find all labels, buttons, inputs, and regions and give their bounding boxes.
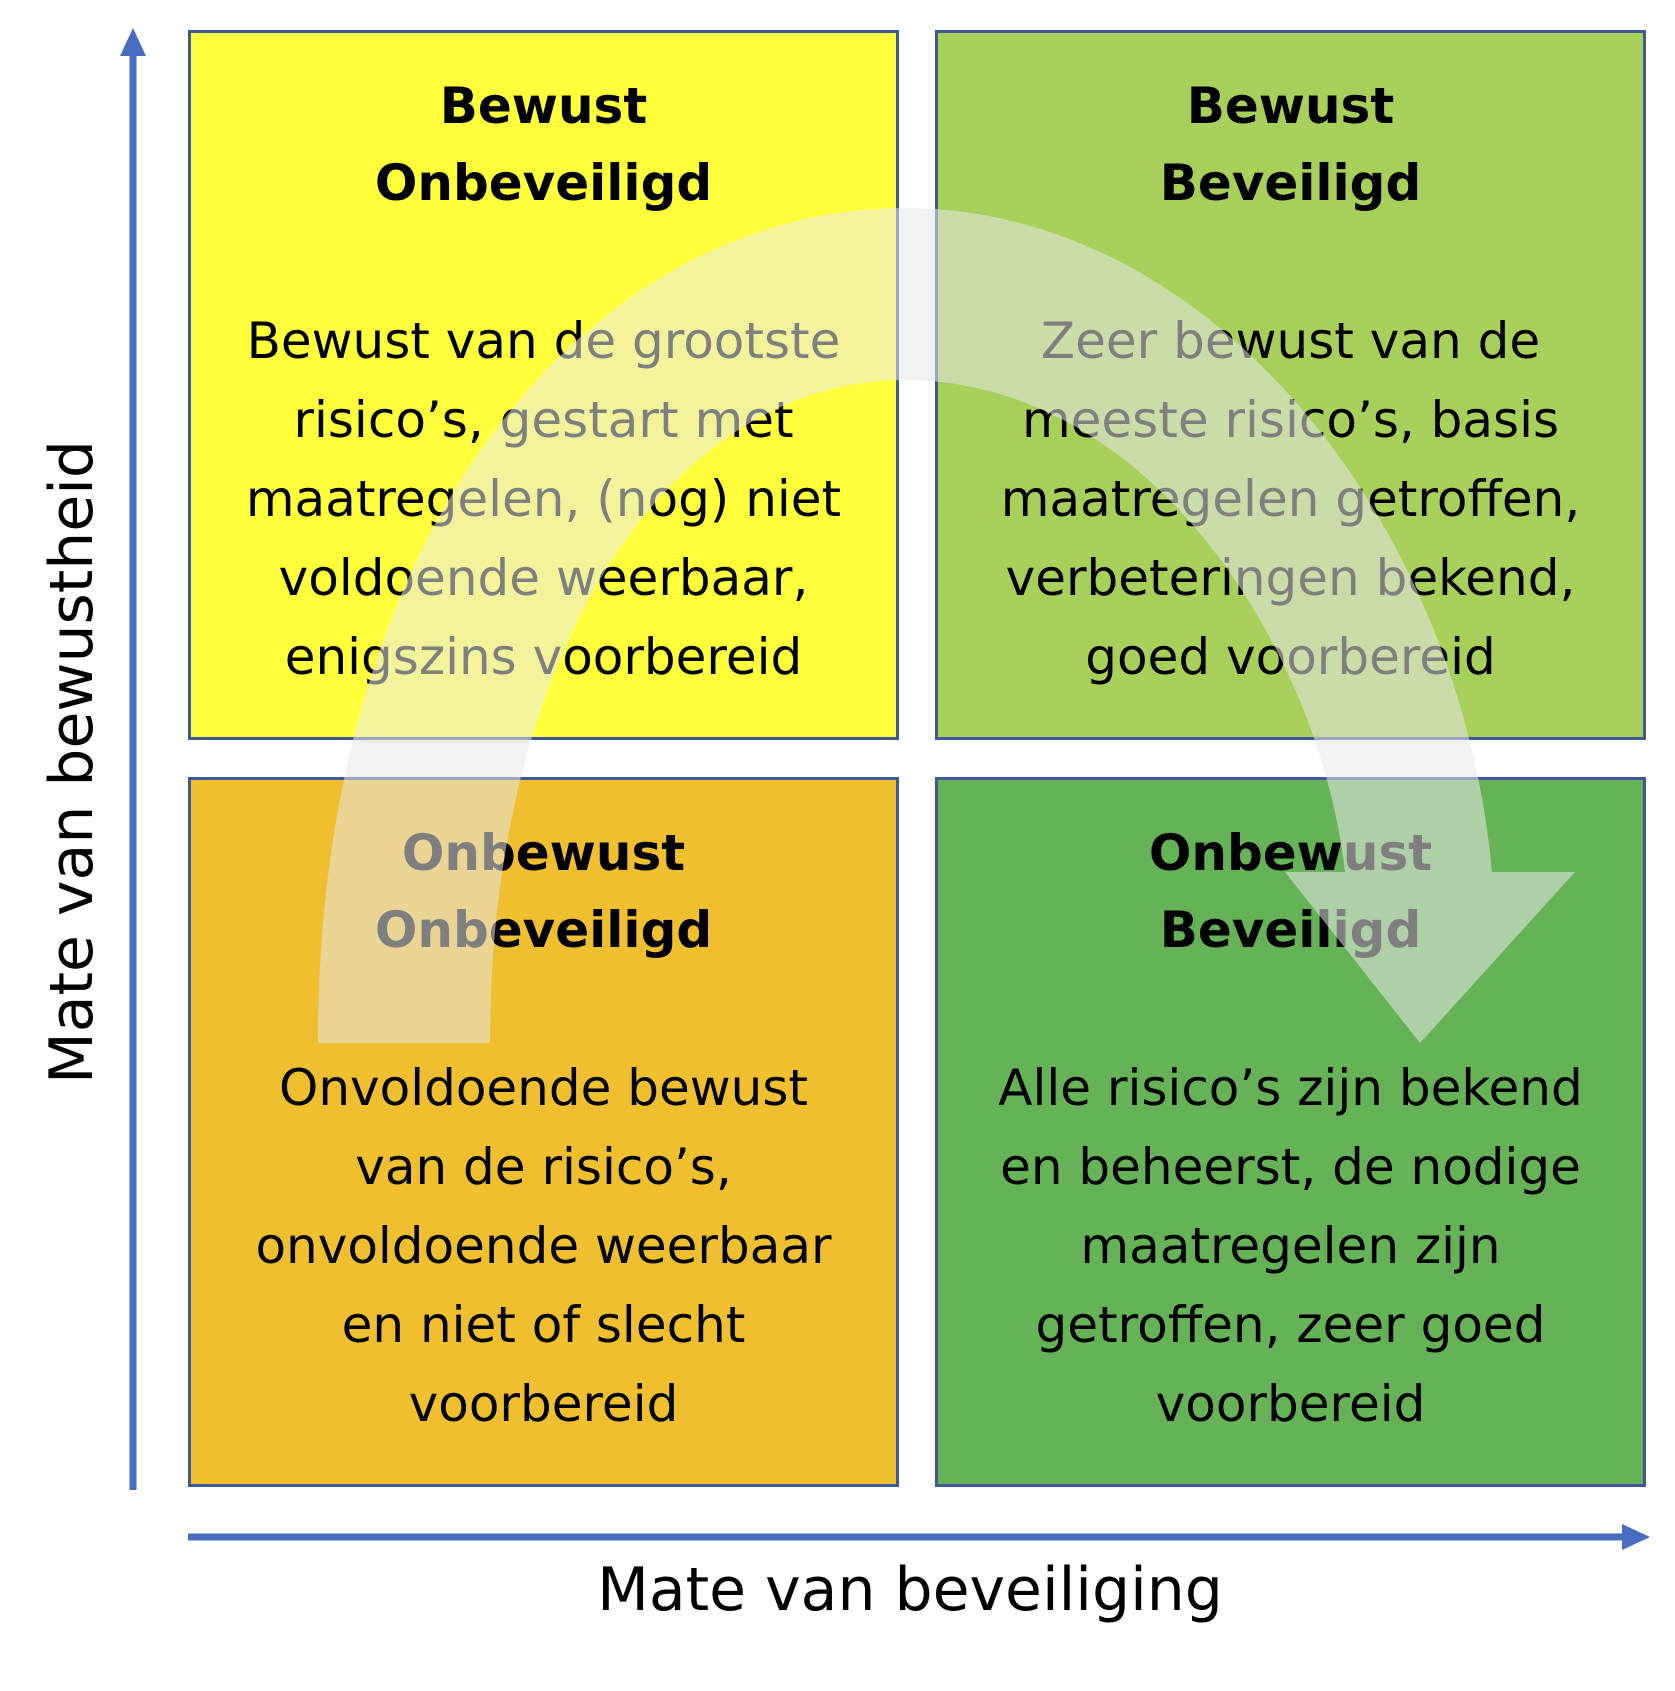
title-line-1: Bewust xyxy=(439,77,648,135)
desc-line: en beheerst, de nodige xyxy=(1000,1138,1581,1196)
y-axis-label-text: Mate van bewustheid xyxy=(37,439,107,1085)
title-line-2: Beveiligd xyxy=(1159,154,1422,212)
title-line-2: Onbeveiligd xyxy=(374,154,713,212)
desc-line: en niet of slecht xyxy=(341,1296,746,1354)
desc-line: getroffen, zeer goed xyxy=(1035,1296,1546,1354)
desc-line: Onvoldoende bewust xyxy=(278,1059,808,1117)
quadrant-description: Onvoldoende bewust van de risico’s, onvo… xyxy=(245,1049,841,1444)
y-axis-arrow-icon xyxy=(120,28,146,1490)
quadrant-title: Bewust Beveiligd xyxy=(1160,68,1422,222)
desc-line: onvoldoende weerbaar xyxy=(255,1217,832,1275)
title-line-1: Bewust xyxy=(1186,77,1395,135)
quadrant-description: Alle risico’s zijn bekend en beheerst, d… xyxy=(988,1049,1592,1444)
x-axis-label: Mate van beveiliging xyxy=(597,1555,1223,1625)
quadrant-title: Bewust Onbeveiligd xyxy=(375,68,712,222)
desc-line: maatregelen zijn xyxy=(1080,1217,1501,1275)
desc-line: van de risico’s, xyxy=(355,1138,732,1196)
desc-line: voorbereid xyxy=(408,1375,679,1433)
x-axis-arrow-icon xyxy=(188,1524,1650,1550)
desc-line: voorbereid xyxy=(1155,1375,1426,1433)
desc-line: Alle risico’s zijn bekend xyxy=(998,1059,1583,1117)
